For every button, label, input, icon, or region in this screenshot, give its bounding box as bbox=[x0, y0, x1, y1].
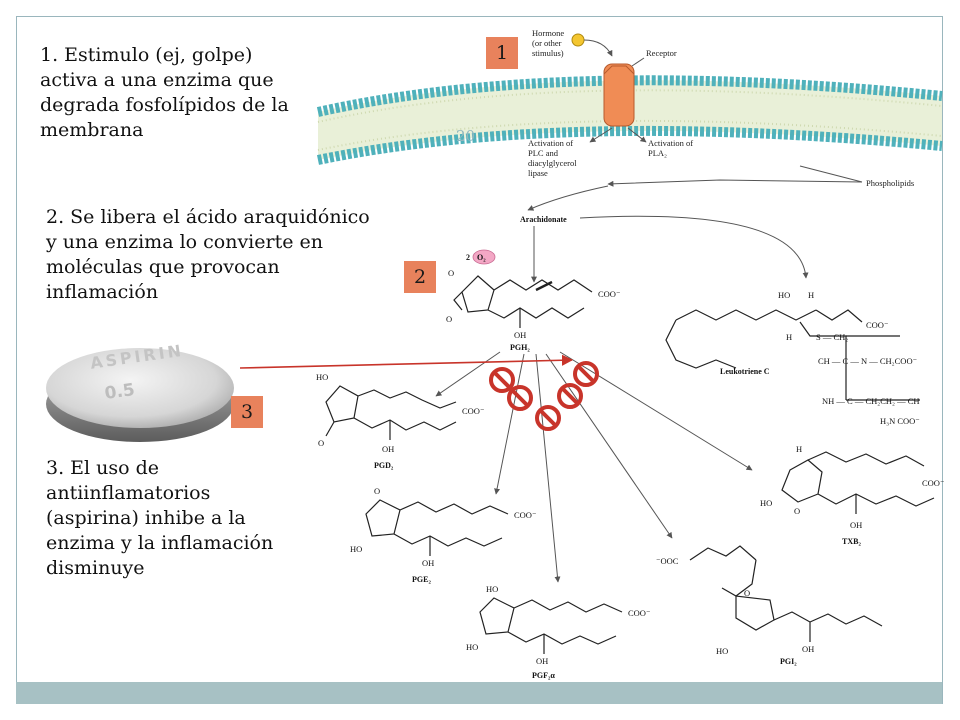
svg-text:COO⁻: COO⁻ bbox=[628, 608, 651, 618]
step-badge-1: 1 bbox=[486, 37, 518, 69]
step-badge-3: 3 bbox=[231, 396, 263, 428]
svg-text:COO⁻: COO⁻ bbox=[462, 406, 485, 416]
svg-text:H₃N COO⁻: H₃N COO⁻ bbox=[880, 416, 920, 426]
page-number: 20 bbox=[456, 127, 476, 145]
label-pgh2: PGH₂ bbox=[510, 343, 530, 352]
svg-text:COO⁻: COO⁻ bbox=[598, 289, 621, 299]
svg-text:HO: HO bbox=[760, 498, 772, 508]
step-badge-2: 2 bbox=[404, 261, 436, 293]
svg-text:HO: HO bbox=[316, 372, 328, 382]
frame-left bbox=[16, 16, 17, 704]
hormone-ball bbox=[571, 33, 585, 47]
svg-text:H: H bbox=[808, 290, 814, 300]
txb2-structure bbox=[781, 451, 935, 514]
svg-text:OH: OH bbox=[850, 520, 862, 530]
svg-text:OH: OH bbox=[514, 330, 526, 340]
pgh2-structure bbox=[453, 275, 593, 328]
svg-text:HO: HO bbox=[716, 646, 728, 656]
svg-text:S — CH₂: S — CH₂ bbox=[816, 332, 848, 342]
inhibit-icon bbox=[573, 361, 599, 387]
receptor-protein bbox=[603, 63, 635, 127]
step1-text: 1. Estimulo (ej, golpe) activa a una enz… bbox=[40, 44, 289, 141]
svg-text:HO: HO bbox=[486, 584, 498, 594]
svg-text:2: 2 bbox=[466, 253, 470, 262]
label-pgd2: PGD₂ bbox=[374, 461, 394, 470]
svg-text:CH — C — N — CH₂COO⁻: CH — C — N — CH₂COO⁻ bbox=[818, 356, 918, 366]
pgi2-structure bbox=[689, 545, 883, 642]
label-receptor: Receptor bbox=[646, 48, 677, 58]
svg-text:NH — C — CH₂CH₂ — CH: NH — C — CH₂CH₂ — CH bbox=[822, 396, 920, 406]
pgf2a-structure bbox=[479, 597, 623, 654]
inhibit-icon bbox=[557, 383, 583, 409]
inhibit-icon bbox=[489, 367, 515, 393]
step3-text: 3. El uso de antiinflamatorios (aspirina… bbox=[46, 457, 274, 579]
svg-text:HO: HO bbox=[778, 290, 790, 300]
svg-text:OH: OH bbox=[422, 558, 434, 568]
label-pge2: PGE₂ bbox=[412, 575, 431, 584]
svg-text:OH: OH bbox=[536, 656, 548, 666]
label-leukotriene: Leukotriene C bbox=[720, 367, 770, 376]
footer-band bbox=[16, 682, 942, 704]
svg-text:O₂: O₂ bbox=[477, 253, 486, 262]
inhibition-symbols bbox=[489, 361, 599, 431]
frame-top bbox=[16, 16, 943, 17]
svg-text:COO⁻: COO⁻ bbox=[866, 320, 889, 330]
leukotriene-structure bbox=[665, 309, 920, 401]
svg-text:O: O bbox=[374, 486, 380, 496]
inhibit-icon bbox=[507, 385, 533, 411]
label-txb2: TXB₂ bbox=[842, 537, 861, 546]
step2-text: 2. Se libera el ácido araquidónico y una… bbox=[46, 206, 370, 303]
svg-text:O: O bbox=[744, 588, 750, 598]
label-pgf2a: PGF₂α bbox=[532, 671, 555, 680]
label-phospholipids: Phospholipids bbox=[866, 178, 914, 188]
svg-text:HO: HO bbox=[466, 642, 478, 652]
pgd2-structure bbox=[325, 385, 457, 440]
svg-text:O: O bbox=[794, 506, 800, 516]
label-arachidonate: Arachidonate bbox=[520, 215, 567, 224]
svg-text:H: H bbox=[786, 332, 792, 342]
svg-text:H: H bbox=[796, 444, 802, 454]
inhibit-icon bbox=[535, 405, 561, 431]
svg-text:OH: OH bbox=[802, 644, 814, 654]
svg-text:O: O bbox=[446, 314, 452, 324]
svg-text:O: O bbox=[448, 268, 454, 278]
svg-text:O: O bbox=[318, 438, 324, 448]
svg-text:⁻OOC: ⁻OOC bbox=[656, 556, 679, 566]
aspirin-pill-image: ASPIRIN 0.5 bbox=[46, 341, 234, 442]
svg-text:COO⁻: COO⁻ bbox=[922, 478, 945, 488]
oxygen-label: 2 O₂ bbox=[466, 249, 496, 265]
label-pgi2: PGI₂ bbox=[780, 657, 797, 666]
frame-right bbox=[942, 16, 943, 704]
pge2-structure bbox=[365, 499, 509, 556]
pill-dose: 0.5 bbox=[103, 380, 136, 404]
svg-text:HO: HO bbox=[350, 544, 362, 554]
svg-text:OH: OH bbox=[382, 444, 394, 454]
svg-text:COO⁻: COO⁻ bbox=[514, 510, 537, 520]
